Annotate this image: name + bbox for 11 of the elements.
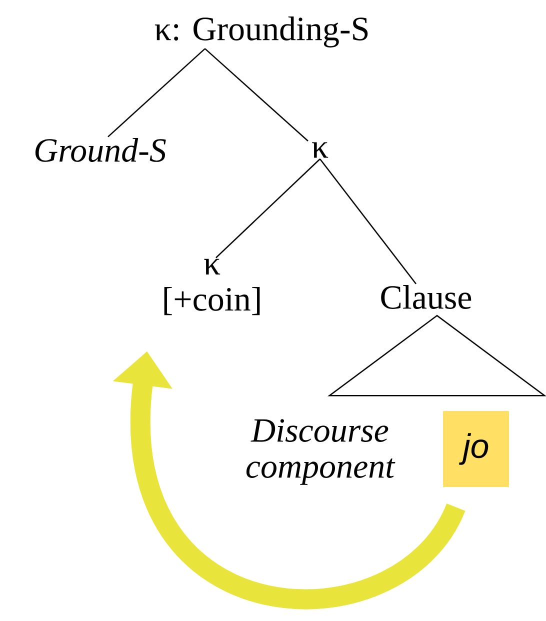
- tree-branch: [108, 48, 206, 138]
- tree-label: Ground-S: [35, 138, 166, 162]
- tree-branch: [319, 158, 416, 284]
- tree-branch: [216, 158, 320, 258]
- tree-branch: [204, 48, 308, 142]
- tree-label: κ: [312, 142, 328, 158]
- tree-label: Clause: [381, 285, 472, 309]
- tree-label: κ [+coin]: [164, 258, 260, 316]
- tree-label: κ: Grounding-S: [154, 16, 368, 48]
- highlight-box: jo: [443, 411, 509, 487]
- text-label: Discourse component: [246, 419, 396, 485]
